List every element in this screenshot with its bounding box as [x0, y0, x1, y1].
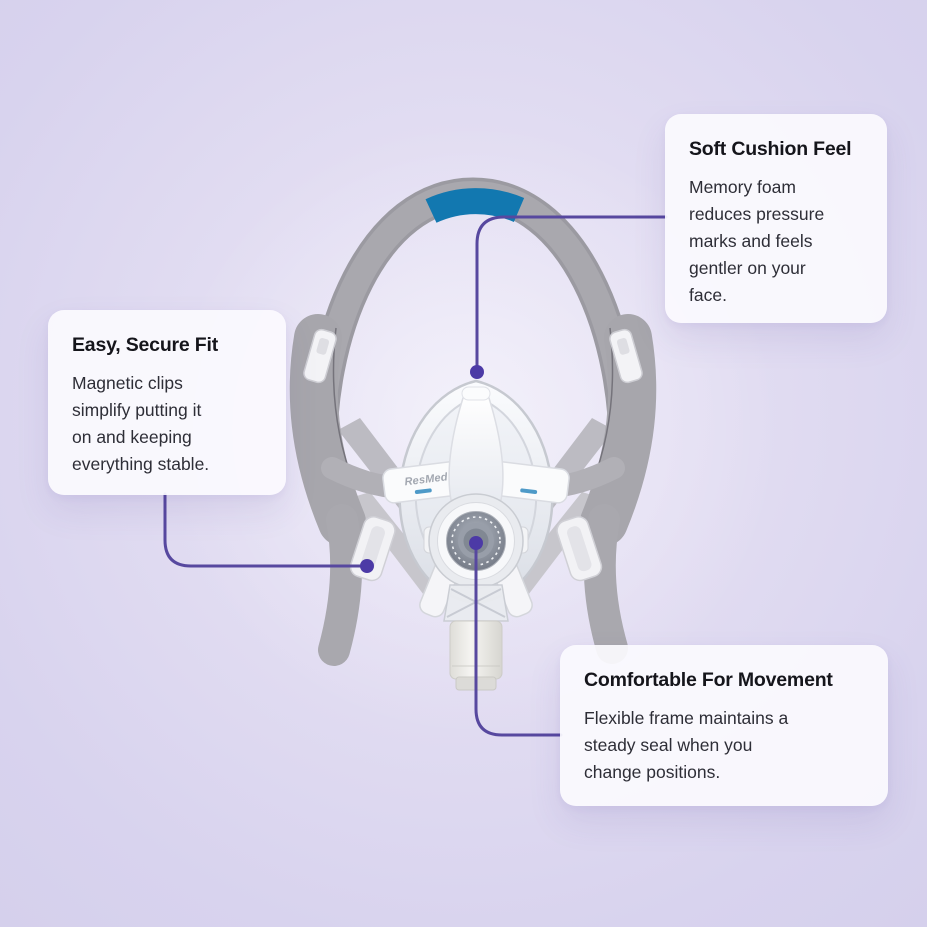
lower-strap-left [318, 504, 363, 666]
magnetic-clip-right [556, 516, 603, 582]
callout-card-secure-fit: Easy, Secure Fit Magnetic clips simplify… [48, 310, 286, 495]
connector-movement-line [474, 543, 563, 737]
callout-body: Memory foam reduces pressure marks and f… [689, 177, 825, 305]
callout-title: Soft Cushion Feel [689, 138, 852, 160]
callout-body: Magnetic clips simplify putting it on an… [72, 373, 210, 474]
connector-movement-dot [469, 536, 483, 550]
callout-card-soft-cushion: Soft Cushion Feel Memory foam reduces pr… [665, 114, 887, 323]
callout-card-movement: Comfortable For Movement Flexible frame … [560, 645, 888, 806]
connector-secure-fit-line [163, 492, 362, 568]
mask-frame-bridge [448, 386, 504, 504]
callout-title: Comfortable For Movement [584, 669, 833, 691]
accent-dash-right [520, 488, 538, 495]
connector-soft-cushion-dot [470, 365, 484, 379]
lower-strap-right [583, 504, 628, 664]
brand-label: ResMed [404, 471, 449, 488]
connector-lines [163, 215, 668, 737]
connector-soft-cushion-line [475, 215, 668, 368]
strap-buckle-left [303, 328, 337, 384]
connector-secure-fit-dot [360, 559, 374, 573]
callout-body: Flexible frame maintains a steady seal w… [584, 708, 789, 782]
accent-dash-left [414, 488, 432, 495]
headgear-blue-band [425, 188, 525, 223]
callout-title: Easy, Secure Fit [72, 334, 219, 356]
strap-buckle-right [609, 328, 643, 384]
